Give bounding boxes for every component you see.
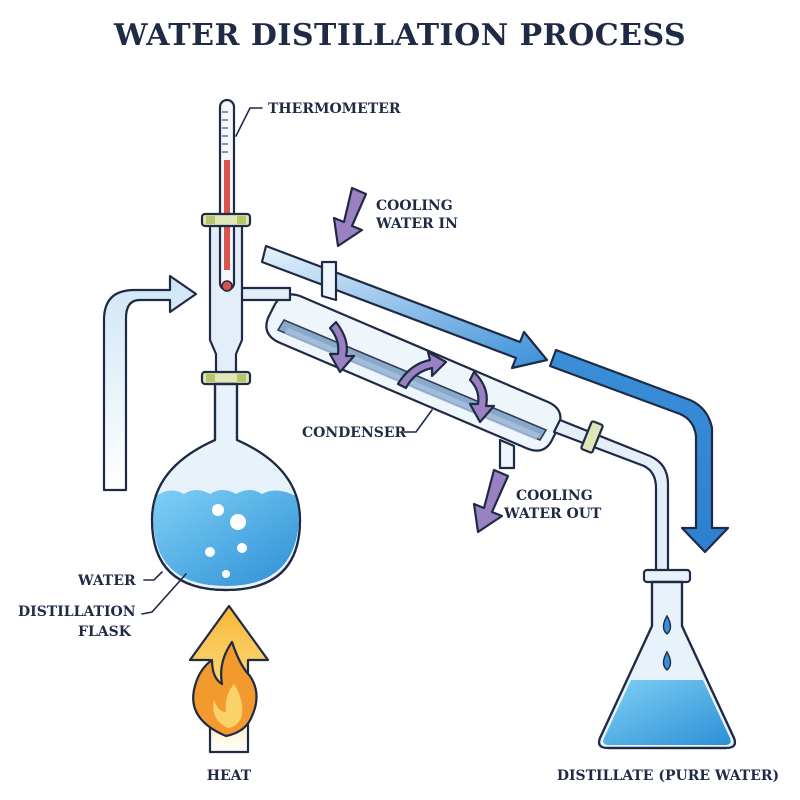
label-cooling-out-1: COOLING: [516, 488, 593, 504]
bubbles: [205, 504, 247, 578]
heat-source: [188, 604, 270, 754]
water-drop-icon: [662, 650, 672, 671]
label-flask-2: FLASK: [78, 624, 132, 640]
label-thermometer: THERMOMETER: [268, 101, 401, 117]
leader-lines: [141, 107, 433, 615]
label-condenser: CONDENSER: [302, 425, 407, 441]
arrow-down-icon: [472, 468, 510, 534]
label-flask-1: DISTILLATION: [18, 604, 136, 620]
clamps: [200, 212, 252, 386]
label-distillate: DISTILLATE (PURE WATER): [557, 768, 779, 784]
arrow-down-icon: [332, 186, 368, 248]
side-arm: [234, 286, 292, 302]
cooling-arrows: [328, 186, 510, 534]
page-title: WATER DISTILLATION PROCESS: [113, 18, 686, 53]
water-drop-icon: [662, 614, 672, 635]
thermometer: [218, 98, 236, 292]
label-cooling-out-2: WATER OUT: [503, 506, 602, 522]
distillation-flask: [150, 382, 302, 592]
label-cooling-in-2: WATER IN: [375, 216, 458, 232]
label-heat: HEAT: [207, 768, 252, 784]
receiving-flask: [597, 568, 737, 750]
label-cooling-in-1: COOLING: [376, 198, 453, 214]
vapor-flow-arrow: [102, 274, 198, 492]
label-water: WATER: [77, 573, 136, 589]
